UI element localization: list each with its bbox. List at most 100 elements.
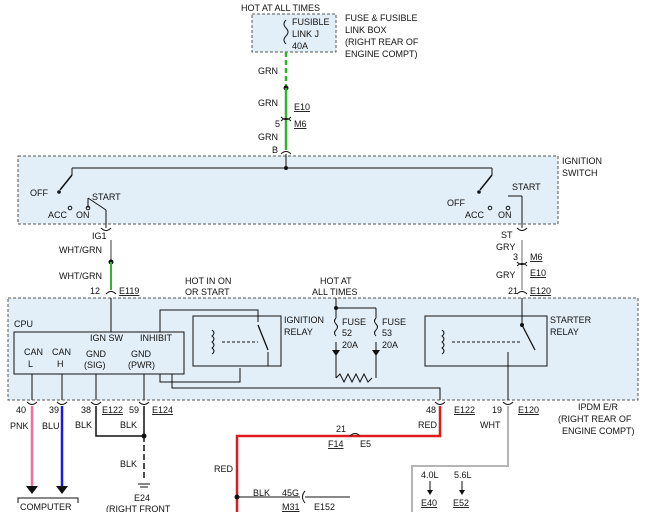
st-label: ST xyxy=(501,230,513,240)
starter-relay-coil xyxy=(441,329,445,355)
connector-e119: E119 xyxy=(119,286,139,296)
ig1-connector-symbol xyxy=(100,227,112,231)
relay-coil-ground-wire xyxy=(171,374,441,400)
gnd-pwr-label-2: (PWR) xyxy=(128,360,155,370)
ignition-relay-contact xyxy=(257,324,269,351)
connector-symbol-e10 xyxy=(280,116,292,120)
blk-label-2: BLK xyxy=(120,420,137,430)
ig1-branch: IG1 WHT/GRN WHT/GRN 12 E119 xyxy=(59,227,139,296)
ignition-relay-coil xyxy=(211,329,215,355)
gnd-sig-label-2: (SIG) xyxy=(84,360,106,370)
e52-arrow xyxy=(459,490,465,495)
ignition-switch-outline xyxy=(17,155,559,225)
starter-relay-contact xyxy=(521,324,536,351)
starter-relay-label-2: RELAY xyxy=(550,327,579,337)
red-wire xyxy=(235,406,442,512)
ipdm-location-2: ENGINE COMPT) xyxy=(562,426,635,436)
connector-e120-top: E120 xyxy=(530,286,551,296)
ignition-switch-title-1: IGNITION xyxy=(562,156,602,166)
connector-symbol-m6 xyxy=(280,118,292,122)
wht-wire xyxy=(411,406,509,512)
left-acc-contact xyxy=(67,205,73,211)
connector-e120-bottom: E120 xyxy=(518,405,539,415)
connector-e122-left: E122 xyxy=(102,405,123,415)
gry-label-2: GRY xyxy=(496,270,515,280)
fuse-52-label-2: 52 xyxy=(342,328,352,338)
pin-59: 59 xyxy=(129,405,139,415)
e120-top-symbol xyxy=(516,291,528,295)
left-start-link-2 xyxy=(87,197,107,211)
fuse-box-desc-2: LINK BOX xyxy=(345,25,387,35)
pin-59-symbol xyxy=(138,401,150,405)
wht-label: WHT xyxy=(480,420,501,430)
pin-48-symbol xyxy=(434,401,446,405)
fuse-52-symbol xyxy=(334,317,338,337)
fusible-label: FUSIBLE xyxy=(292,17,330,27)
gry-label-1: GRY xyxy=(496,242,515,252)
left-off-label: OFF xyxy=(30,188,48,198)
connector-m31: M31 xyxy=(282,502,300,512)
connector-e52: E52 xyxy=(453,498,469,508)
bottom-wiring: 40 PNK 39 BLU 38 E122 59 E124 BLK BLK CO… xyxy=(10,401,539,512)
connector-e5: E5 xyxy=(360,439,371,449)
connector-f14: F14 xyxy=(328,439,344,449)
pin-b: B xyxy=(272,145,278,155)
f14-symbol xyxy=(349,433,361,437)
left-switch-blade xyxy=(59,174,73,191)
red-label-2: RED xyxy=(214,464,234,474)
link-rating-label: 40A xyxy=(292,41,308,51)
ign-relay-feed xyxy=(159,368,241,383)
fuse-52-label-3: 20A xyxy=(342,340,358,350)
pin-21-bottom: 21 xyxy=(336,424,346,434)
fuse-53-label-1: FUSE xyxy=(382,317,406,327)
e10-right-symbol xyxy=(516,263,528,267)
e119-connector-symbol xyxy=(105,291,117,295)
pin-39-symbol xyxy=(56,401,68,405)
left-switch-pivot xyxy=(57,190,61,194)
blk-label-1: BLK xyxy=(75,420,92,430)
right-acc-label: ACC xyxy=(465,210,485,220)
pin-3: 3 xyxy=(513,252,518,262)
fuse-53-label-2: 53 xyxy=(382,328,392,338)
m31-symbol xyxy=(302,490,306,504)
right-on-contact xyxy=(505,205,511,211)
right-switch-blade xyxy=(479,174,493,191)
connector-m6-top: M6 xyxy=(294,119,307,129)
inhibit-label: INHIBIT xyxy=(140,333,173,343)
pin-21-top: 21 xyxy=(508,286,518,296)
top-green-wire: GRN GRN E10 5 M6 GRN B xyxy=(258,52,310,155)
ign-sw-label: IGN SW xyxy=(90,333,124,343)
pin-48: 48 xyxy=(426,405,436,415)
link-j-label: LINK J xyxy=(292,29,319,39)
starter-relay-box xyxy=(424,315,548,367)
ipdm-outline xyxy=(7,297,639,401)
fuse-box-desc-4: ENGINE COMPT) xyxy=(345,49,418,59)
pin-38-symbol xyxy=(90,401,102,405)
grn-label-3: GRN xyxy=(258,132,278,142)
ig1-label: IG1 xyxy=(92,231,107,241)
gnd-sig-bottom-wire xyxy=(95,406,144,437)
fuse-53-symbol xyxy=(374,317,378,337)
starter-relay-label-1: STARTER xyxy=(550,315,592,325)
engine-5-6l: 5.6L xyxy=(454,470,472,480)
fuse-53-label-3: 20A xyxy=(382,340,398,350)
ipdm-name: IPDM E/R xyxy=(578,402,619,412)
pin-12: 12 xyxy=(90,286,100,296)
pnk-arrow xyxy=(26,486,38,494)
pin-45g: 45G xyxy=(282,488,299,498)
m6-right-symbol xyxy=(516,261,528,265)
right-start-label: START xyxy=(512,182,541,192)
computer-bracket xyxy=(17,497,79,503)
ipdm-location-1: (RIGHT REAR OF xyxy=(558,414,632,424)
right-acc-contact xyxy=(487,205,493,211)
pin-38: 38 xyxy=(81,405,91,415)
e40-arrow xyxy=(427,490,433,495)
fuse-box-header: HOT AT ALL TIMES xyxy=(241,3,320,13)
gnd-pwr-label-1: GND xyxy=(131,349,152,359)
ipdm-module: HOT IN ON OR START HOT AT ALL TIMES CPU … xyxy=(7,276,639,436)
fuse-box-desc-1: FUSE & FUSIBLE xyxy=(345,13,418,23)
st-connector-symbol xyxy=(516,227,528,231)
fuse-52-label-1: FUSE xyxy=(342,317,366,327)
ignition-relay-box xyxy=(192,315,282,367)
